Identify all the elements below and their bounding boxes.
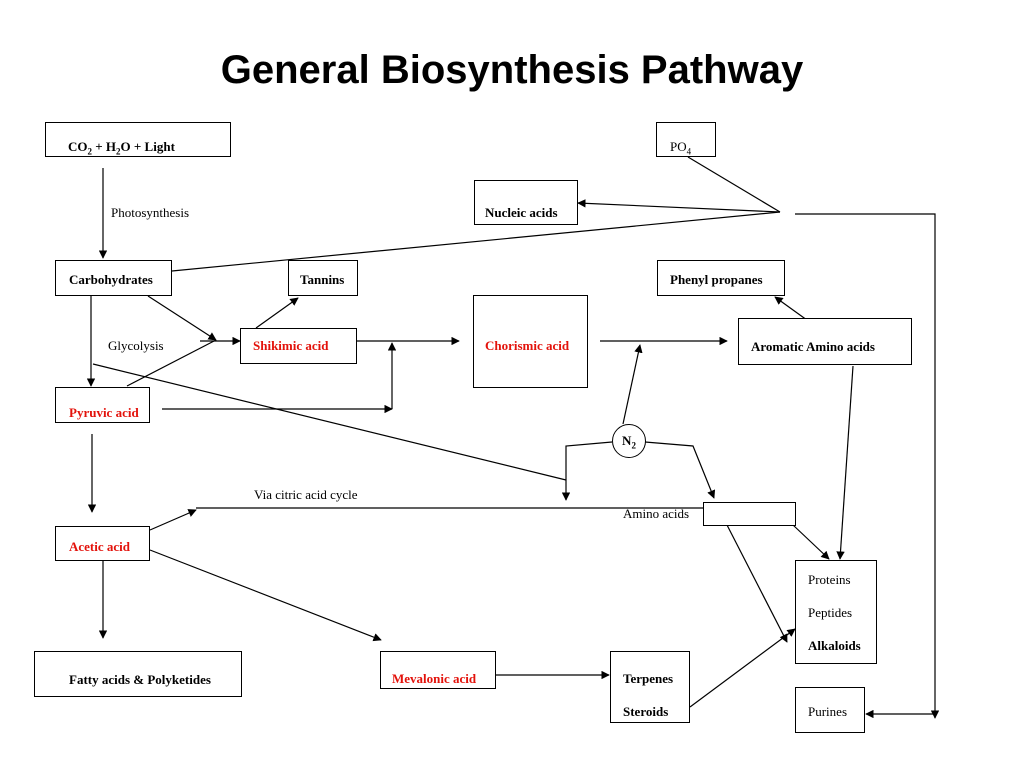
arrow-acetic-mevalonic [149, 549, 382, 642]
node-tannins: Tannins [288, 260, 358, 296]
arrow-n2-left [561, 441, 613, 501]
node-purines: Purines [795, 687, 865, 733]
arrow-n2-chorismic [622, 344, 643, 425]
page-title: General Biosynthesis Pathway [220, 48, 804, 92]
arrow-n2-amino [644, 441, 716, 499]
arrow-amino-products [792, 524, 830, 560]
arrow-junction-purines [795, 213, 940, 719]
label-glycolysis: Glycolysis [108, 338, 164, 353]
node-mevalonic-acid: Mevalonic acid [380, 651, 496, 689]
node-shikimic-acid: Shikimic acid [240, 328, 357, 364]
node-fatty-acids: Fatty acids & Polyketides [34, 651, 242, 697]
node-n2: N2 [612, 424, 646, 458]
arrow-pyruvic-shikimic [126, 339, 217, 387]
line-po4-junction [687, 156, 781, 213]
arrow-junction-nucleic [577, 199, 781, 213]
node-pyruvic-acid: Pyruvic acid [55, 387, 150, 423]
arrow-aromatic-products [836, 365, 854, 560]
arrow-carb-shikimic [147, 295, 217, 341]
amino-acids-label: Amino acids [623, 506, 690, 521]
node-products: Proteins Peptides Alkaloids [795, 560, 877, 664]
node-po4: PO4 [656, 122, 716, 157]
node-amino-acids-box [703, 502, 796, 526]
node-aromatic-amino-acids: Aromatic Amino acids [738, 318, 912, 365]
arrow-acetic-citric [149, 509, 197, 531]
node-phenyl-propanes: Phenyl propanes [657, 260, 785, 296]
node-nucleic-acids: Nucleic acids [474, 180, 578, 225]
arrow-terpenes-products [689, 628, 796, 708]
node-carbohydrates: Carbohydrates [55, 260, 172, 296]
label-citric-acid-cycle: Via citric acid cycle [254, 487, 358, 502]
line-glycolysis-diagonal [92, 363, 567, 481]
node-chorismic-acid: Chorismic acid [473, 295, 588, 388]
node-terpenes-steroids: Terpenes Steroids [610, 651, 690, 723]
arrow-shikimic-tannins [255, 297, 299, 329]
arrow-amino-purines [726, 524, 788, 643]
line-carbohydrates-junction [171, 211, 781, 272]
node-acetic-acid: Acetic acid [55, 526, 150, 561]
node-co2-light: CO2 + H2O + Light [45, 122, 231, 157]
label-photosynthesis: Photosynthesis [111, 205, 190, 220]
